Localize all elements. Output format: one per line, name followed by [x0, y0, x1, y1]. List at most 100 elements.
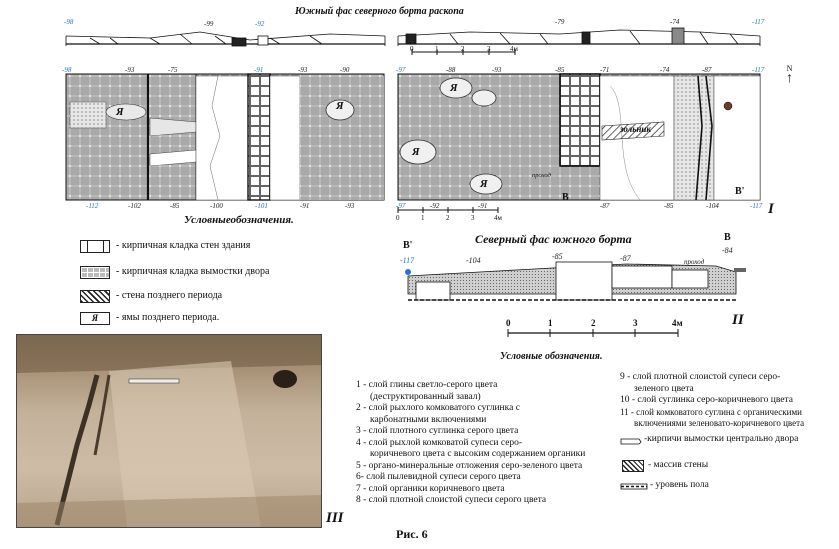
elev: -74 [660, 66, 670, 74]
plan-legend-title: Условныеобозначения. [184, 214, 294, 226]
layers-left-list: 1 - слой глины светло-серого цвета (дест… [356, 380, 614, 507]
section2-label-left: В' [403, 240, 413, 251]
layer-line: 1 - слой глины светло-серого цвета [356, 380, 498, 390]
layer-line: 4 - слой рыхлой комковатой супеси серо- [356, 437, 523, 448]
elev: -101 [255, 202, 268, 210]
elev: -88 [446, 66, 456, 74]
section2-scale [507, 329, 679, 337]
symbol-label: - массив стены [648, 460, 709, 470]
s2-elev: -87 [620, 254, 631, 263]
scale-tick: 1 [548, 318, 553, 328]
south-section-drawing [65, 27, 761, 55]
elev: -91 [254, 66, 264, 74]
elev: -90 [340, 66, 350, 74]
elev: -91 [300, 202, 310, 210]
elev: -75 [168, 66, 178, 74]
layer-line: (деструктированный завал) [370, 391, 481, 402]
s2-elev: -85 [552, 252, 563, 261]
top-elev: -98 [64, 18, 74, 26]
elev: -104 [706, 202, 719, 210]
scale-tick: 2 [446, 214, 450, 222]
panel-label-1: I [768, 201, 774, 217]
photo-features [17, 335, 321, 527]
scale-tick: 4м [672, 318, 683, 328]
layer-line: 10 - слой суглинка серо-коричневого цвет… [620, 395, 793, 405]
scale-tick: 1 [435, 45, 439, 53]
floor-level-symbol [620, 483, 648, 490]
plan-scale [397, 207, 499, 213]
section2-passage: проход [684, 258, 705, 266]
legend-label: - ямы позднего периода. [116, 312, 220, 323]
plan-legend: - кирпичная кладка стен здания - кирпичн… [80, 240, 380, 325]
layer-line: 2 - слой рыхлого комковатого суглинка с [356, 403, 520, 413]
elev: -117 [750, 202, 763, 210]
yard-paving-swatch [80, 266, 110, 279]
north-section-drawing [405, 261, 746, 301]
scale-tick: 2 [591, 318, 596, 328]
elev: -93 [298, 66, 308, 74]
yard-brick-symbol [620, 438, 642, 445]
late-wall-swatch [80, 290, 110, 303]
north-arrow: N ↑ [786, 64, 793, 86]
legend-label: - кирпичная кладка стен здания [116, 240, 251, 251]
south-section-scale [411, 49, 516, 55]
figure-caption: Рис. 6 [396, 527, 428, 541]
elev: -100 [210, 202, 223, 210]
south-section-title: Южный фас северного борта раскопа [295, 6, 464, 17]
pit-label: Я [450, 82, 458, 94]
elev: -97 [396, 66, 406, 74]
north-section-title: Северный фас южного борта [475, 232, 632, 246]
layer-line: карбонатными включениями [370, 414, 487, 425]
symbol-label: -кирпичи вымостки центрально двора [644, 434, 799, 444]
elev: -92 [430, 202, 440, 210]
plan-left-half [65, 73, 385, 201]
legend-label: - кирпичная кладка вымостки двора [116, 266, 270, 277]
layer-line: коричневого цвета с высоким содержанием … [370, 449, 586, 459]
panel-label-2: II [732, 312, 744, 328]
scale-tick: 0 [506, 318, 511, 328]
layer-legend-title: Условные обозначения. [500, 351, 603, 362]
north-label: N [786, 64, 793, 73]
elev: -85 [555, 66, 565, 74]
scale-tick: 1 [421, 214, 425, 222]
section-b-label: В [562, 192, 569, 203]
south-section-right-profile [397, 27, 761, 46]
layer-line: 3 - слой плотного суглинка серого цвета [356, 426, 519, 436]
brick-wall-swatch [80, 240, 110, 253]
elev: -87 [600, 202, 610, 210]
scale-tick: 0 [396, 214, 400, 222]
plan-right-half [397, 73, 761, 201]
elev: -117 [752, 66, 765, 74]
elev: -85 [170, 202, 180, 210]
top-elev: -99 [204, 20, 214, 28]
wall-mass-symbol [622, 460, 644, 472]
layer-line: 11 - слой комковатого суглина с органиче… [620, 406, 802, 417]
s2-elev: -84 [722, 246, 733, 255]
scale-tick: 4м [510, 45, 518, 53]
layers-right-list: 9 - слой плотной слоистой супеси серо- з… [620, 372, 838, 430]
pit-label: Я [480, 178, 488, 190]
layer-line: 8 - слой плотной слоистой супеси серого … [356, 495, 547, 505]
passage-label: проход [532, 172, 551, 179]
elev: -98 [62, 66, 72, 74]
s2-elev: -104 [466, 256, 481, 265]
scale-tick: 3 [487, 45, 491, 53]
section2-label-right: В [724, 232, 731, 243]
elev: -85 [664, 202, 674, 210]
symbol-label: - уровень пола [650, 480, 709, 490]
layer-line: 9 - слой плотной слоистой супеси серо- [620, 372, 781, 382]
pit-label: Я [336, 100, 344, 112]
scale-tick: 0 [410, 45, 414, 53]
south-section-left-profile [65, 31, 386, 47]
pit-label: Я [412, 146, 420, 158]
top-elev: -74 [670, 18, 680, 26]
layer-line: включениями зеленовато-коричневого цвета [634, 418, 805, 428]
pit-swatch: Я [80, 312, 110, 325]
elev: -91 [478, 202, 488, 210]
panel-label-3: III [326, 510, 344, 526]
layer-line: 7 - слой органики коричневого цвета [356, 483, 505, 494]
legend-label: - стена позднего периода [116, 290, 223, 301]
top-elev: -117 [752, 18, 765, 26]
elev: -93 [345, 202, 355, 210]
